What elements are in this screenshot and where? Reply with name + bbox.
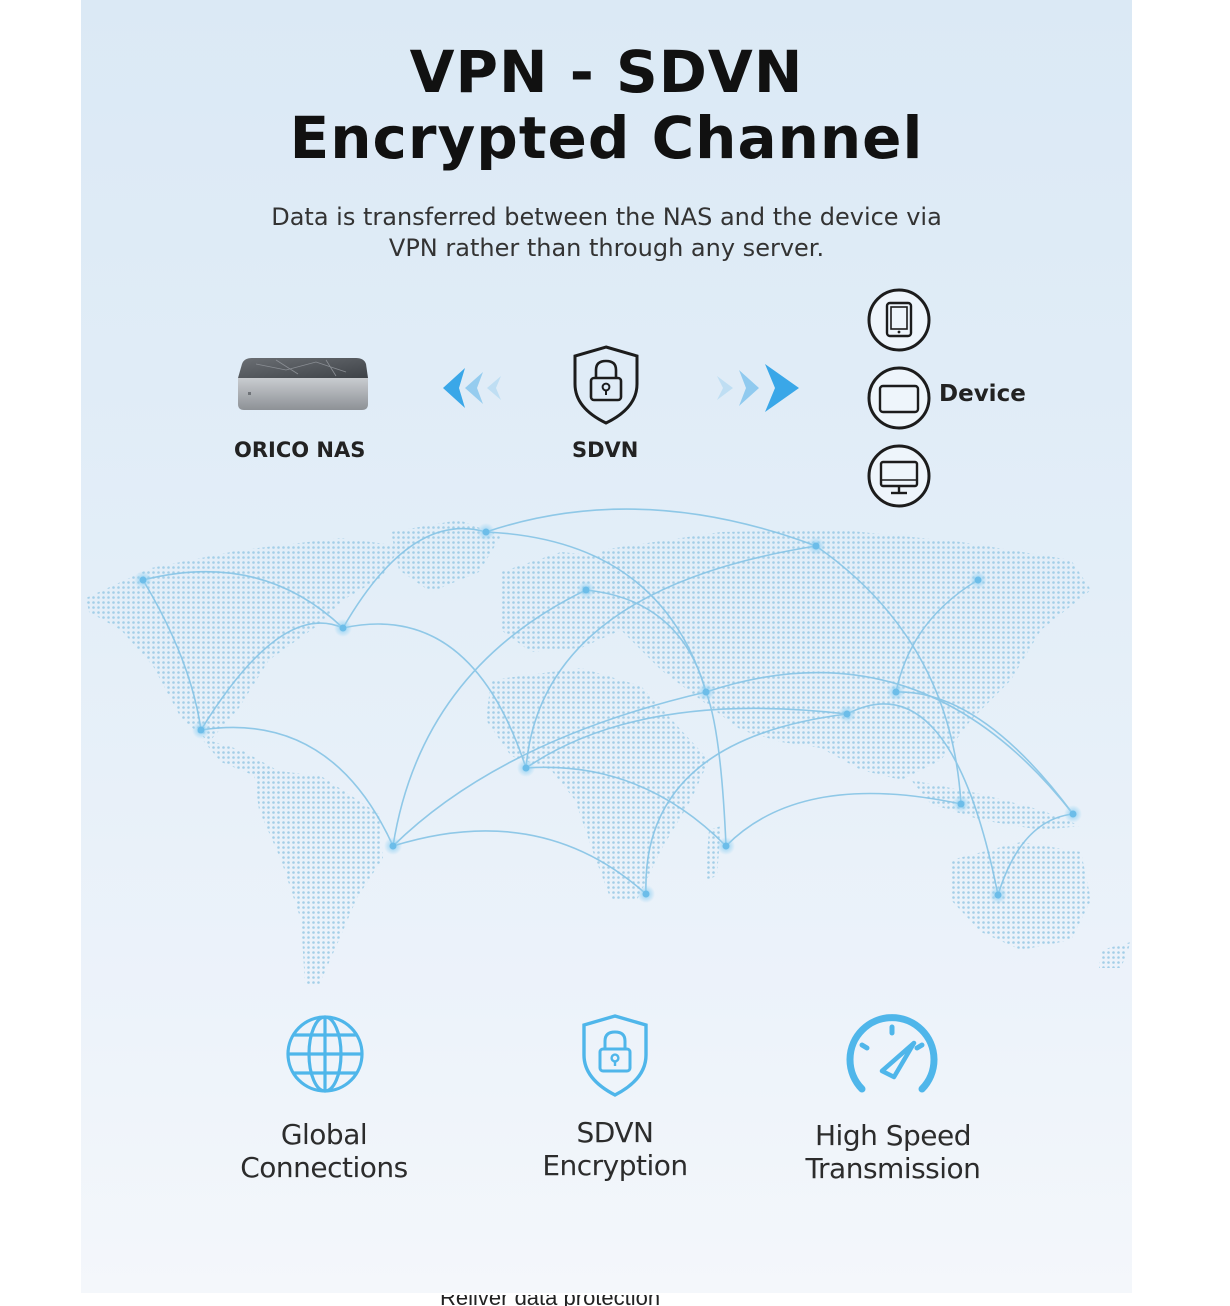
device-label: Device: [939, 381, 1026, 407]
tablet-icon: [867, 288, 931, 352]
laptop-icon: [867, 366, 931, 430]
right-arrows-icon: [717, 364, 799, 412]
sdvn-label: SDVN: [572, 438, 639, 462]
feature-1-line-1: Global: [280, 1118, 368, 1151]
shield-lock-icon: [582, 1014, 648, 1097]
nas-device-image: [238, 358, 368, 410]
subtitle: Data is transferred between the NAS and …: [81, 202, 1132, 264]
subtitle-line-2: VPN rather than through any server.: [388, 234, 825, 262]
subtitle-line-1: Data is transferred between the NAS and …: [271, 203, 942, 231]
cropped-caption: Reliver data protection: [440, 1295, 840, 1306]
sdvn-shield-lock-icon: [573, 345, 639, 425]
left-arrows-icon: [443, 368, 501, 408]
nas-label: ORICO NAS: [234, 438, 366, 462]
title-line-1: VPN - SDVN: [409, 38, 804, 106]
feature-2-line-2: Encryption: [542, 1149, 688, 1182]
globe-icon: [286, 1015, 364, 1093]
feature-high-speed: High Speed Transmission: [793, 1119, 993, 1185]
feature-3-line-1: High Speed: [814, 1119, 972, 1152]
feature-1-line-2: Connections: [240, 1151, 408, 1184]
caption-text: Reliver data protection: [440, 1295, 660, 1306]
feature-global-connections: Global Connections: [224, 1118, 424, 1184]
world-map-illustration: [86, 508, 1131, 985]
infographic-panel: VPN - SDVN Encrypted Channel Data is tra…: [81, 0, 1132, 1293]
feature-3-line-2: Transmission: [805, 1152, 981, 1185]
monitor-icon: [867, 444, 931, 508]
speedometer-icon: [846, 1014, 938, 1093]
feature-sdvn-encryption: SDVN Encryption: [515, 1116, 715, 1182]
title-line-2: Encrypted Channel: [289, 104, 924, 172]
feature-2-line-1: SDVN: [576, 1116, 654, 1149]
